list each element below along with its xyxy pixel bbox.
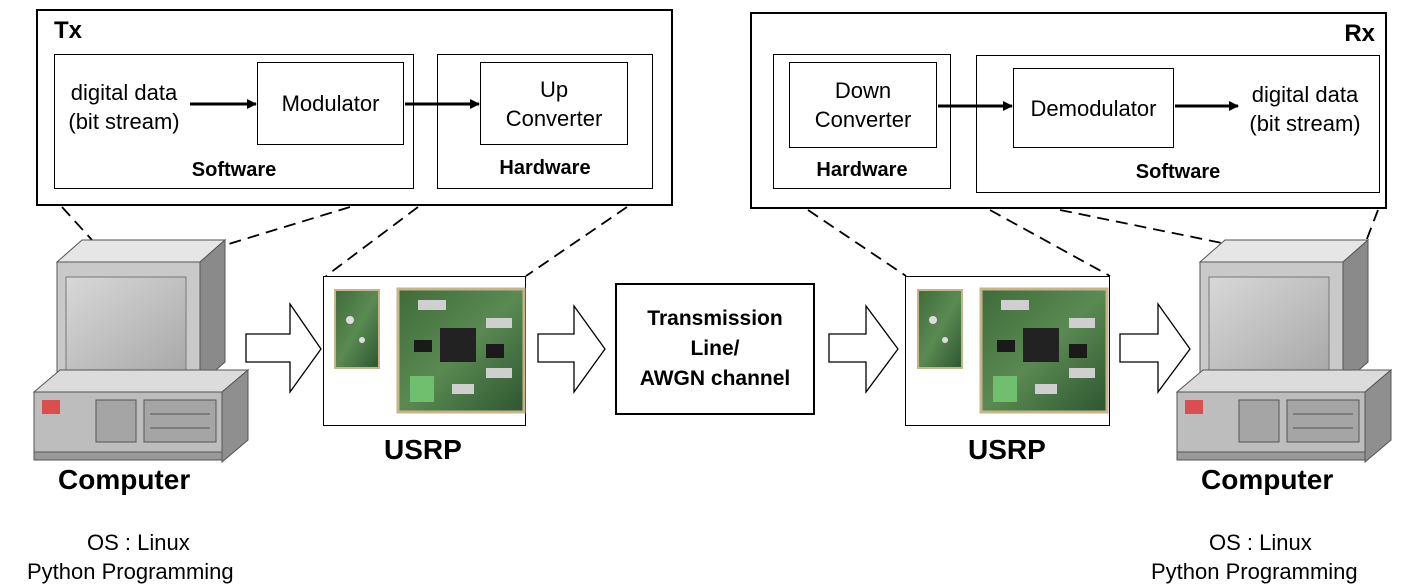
arrow-computer-to-usrp	[245, 301, 322, 395]
tx-dashed-lines	[61, 206, 628, 277]
rx-title: Rx	[1344, 20, 1375, 47]
upconv-line2: Converter	[505, 105, 603, 131]
usrp-left-boards	[334, 287, 526, 414]
channel-line1: Transmission	[647, 307, 783, 330]
upconv-line1: Up	[539, 76, 569, 102]
modulator-label: Modulator	[281, 91, 380, 116]
down-converter-block: Down Converter	[789, 62, 937, 148]
tx-input-line1: digital data	[70, 80, 178, 105]
tx-hardware-label: Hardware	[499, 157, 591, 179]
rx-output-text: digital data (bit stream)	[1238, 80, 1372, 138]
tx-software-label: Software	[191, 159, 277, 181]
usrp-right-label: USRP	[968, 434, 1046, 465]
channel-block: Transmission Line/ AWGN channel	[615, 283, 815, 415]
usrp-left-label: USRP	[384, 434, 462, 465]
arrow-usrp-to-computer	[1119, 301, 1191, 394]
channel-line2: Line/	[690, 337, 740, 360]
tx-input-text: digital data (bit stream)	[60, 78, 188, 136]
tx-input-line2: (bit stream)	[68, 109, 180, 134]
downconv-line1: Down	[834, 78, 892, 103]
computer-left-label: Computer	[58, 464, 191, 495]
demodulator-block: Demodulator	[1013, 68, 1174, 148]
tx-title: Tx	[54, 17, 83, 44]
block-arrows	[245, 301, 1191, 395]
rx-output-line1: digital data	[1251, 82, 1359, 107]
computer-right-icon	[1175, 238, 1393, 464]
demodulator-label: Demodulator	[1030, 95, 1157, 121]
rx-software-label: Software	[1135, 161, 1221, 183]
rx-hardware-label: Hardware	[816, 159, 908, 181]
rx-output-line2: (bit stream)	[1249, 111, 1361, 136]
arrow-channel-to-usrp	[828, 304, 899, 394]
computer-left-os: OS : Linux	[87, 530, 190, 555]
channel-line3: AWGN channel	[639, 367, 791, 390]
rx-dashed-lines	[807, 209, 1379, 277]
modulator-block: Modulator	[257, 62, 404, 145]
up-converter-block: Up Converter	[480, 62, 628, 145]
usrp-right-boards	[917, 287, 1109, 414]
computer-right-label: Computer	[1201, 464, 1334, 495]
computer-right-os: OS : Linux	[1209, 530, 1312, 555]
downconv-line2: Converter	[814, 107, 912, 132]
computer-left-icon	[32, 238, 250, 464]
arrow-usrp-to-channel	[537, 303, 606, 395]
